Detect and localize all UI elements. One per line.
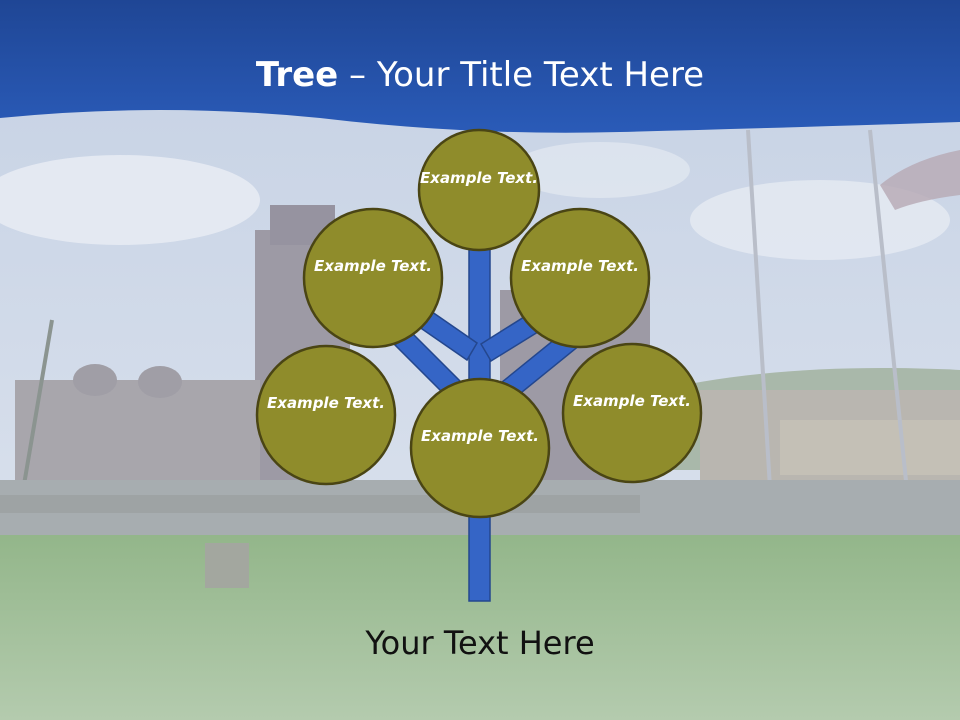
footer-text: Your Text Here	[365, 624, 595, 662]
tree-node-label-2: Example Text.	[314, 257, 432, 275]
tree-node-label-3: Example Text.	[521, 257, 639, 275]
tree-node-label-1: Example Text.	[420, 169, 538, 187]
tree-node-6	[409, 377, 551, 519]
tree-node-5	[561, 342, 703, 484]
tree-node-label-4: Example Text.	[267, 394, 385, 412]
tree-node-label-5: Example Text.	[573, 392, 691, 410]
title-rest: – Your Title Text Here	[338, 55, 705, 95]
title-bold: Tree	[255, 55, 339, 95]
tree-node-label-6: Example Text.	[421, 427, 539, 445]
tree-node-4	[255, 344, 397, 486]
slide-title: Tree – Your Title Text Here	[0, 50, 960, 100]
tree-node-1	[417, 128, 541, 252]
tree-node-3	[509, 207, 651, 349]
tree-node-2	[302, 207, 444, 349]
